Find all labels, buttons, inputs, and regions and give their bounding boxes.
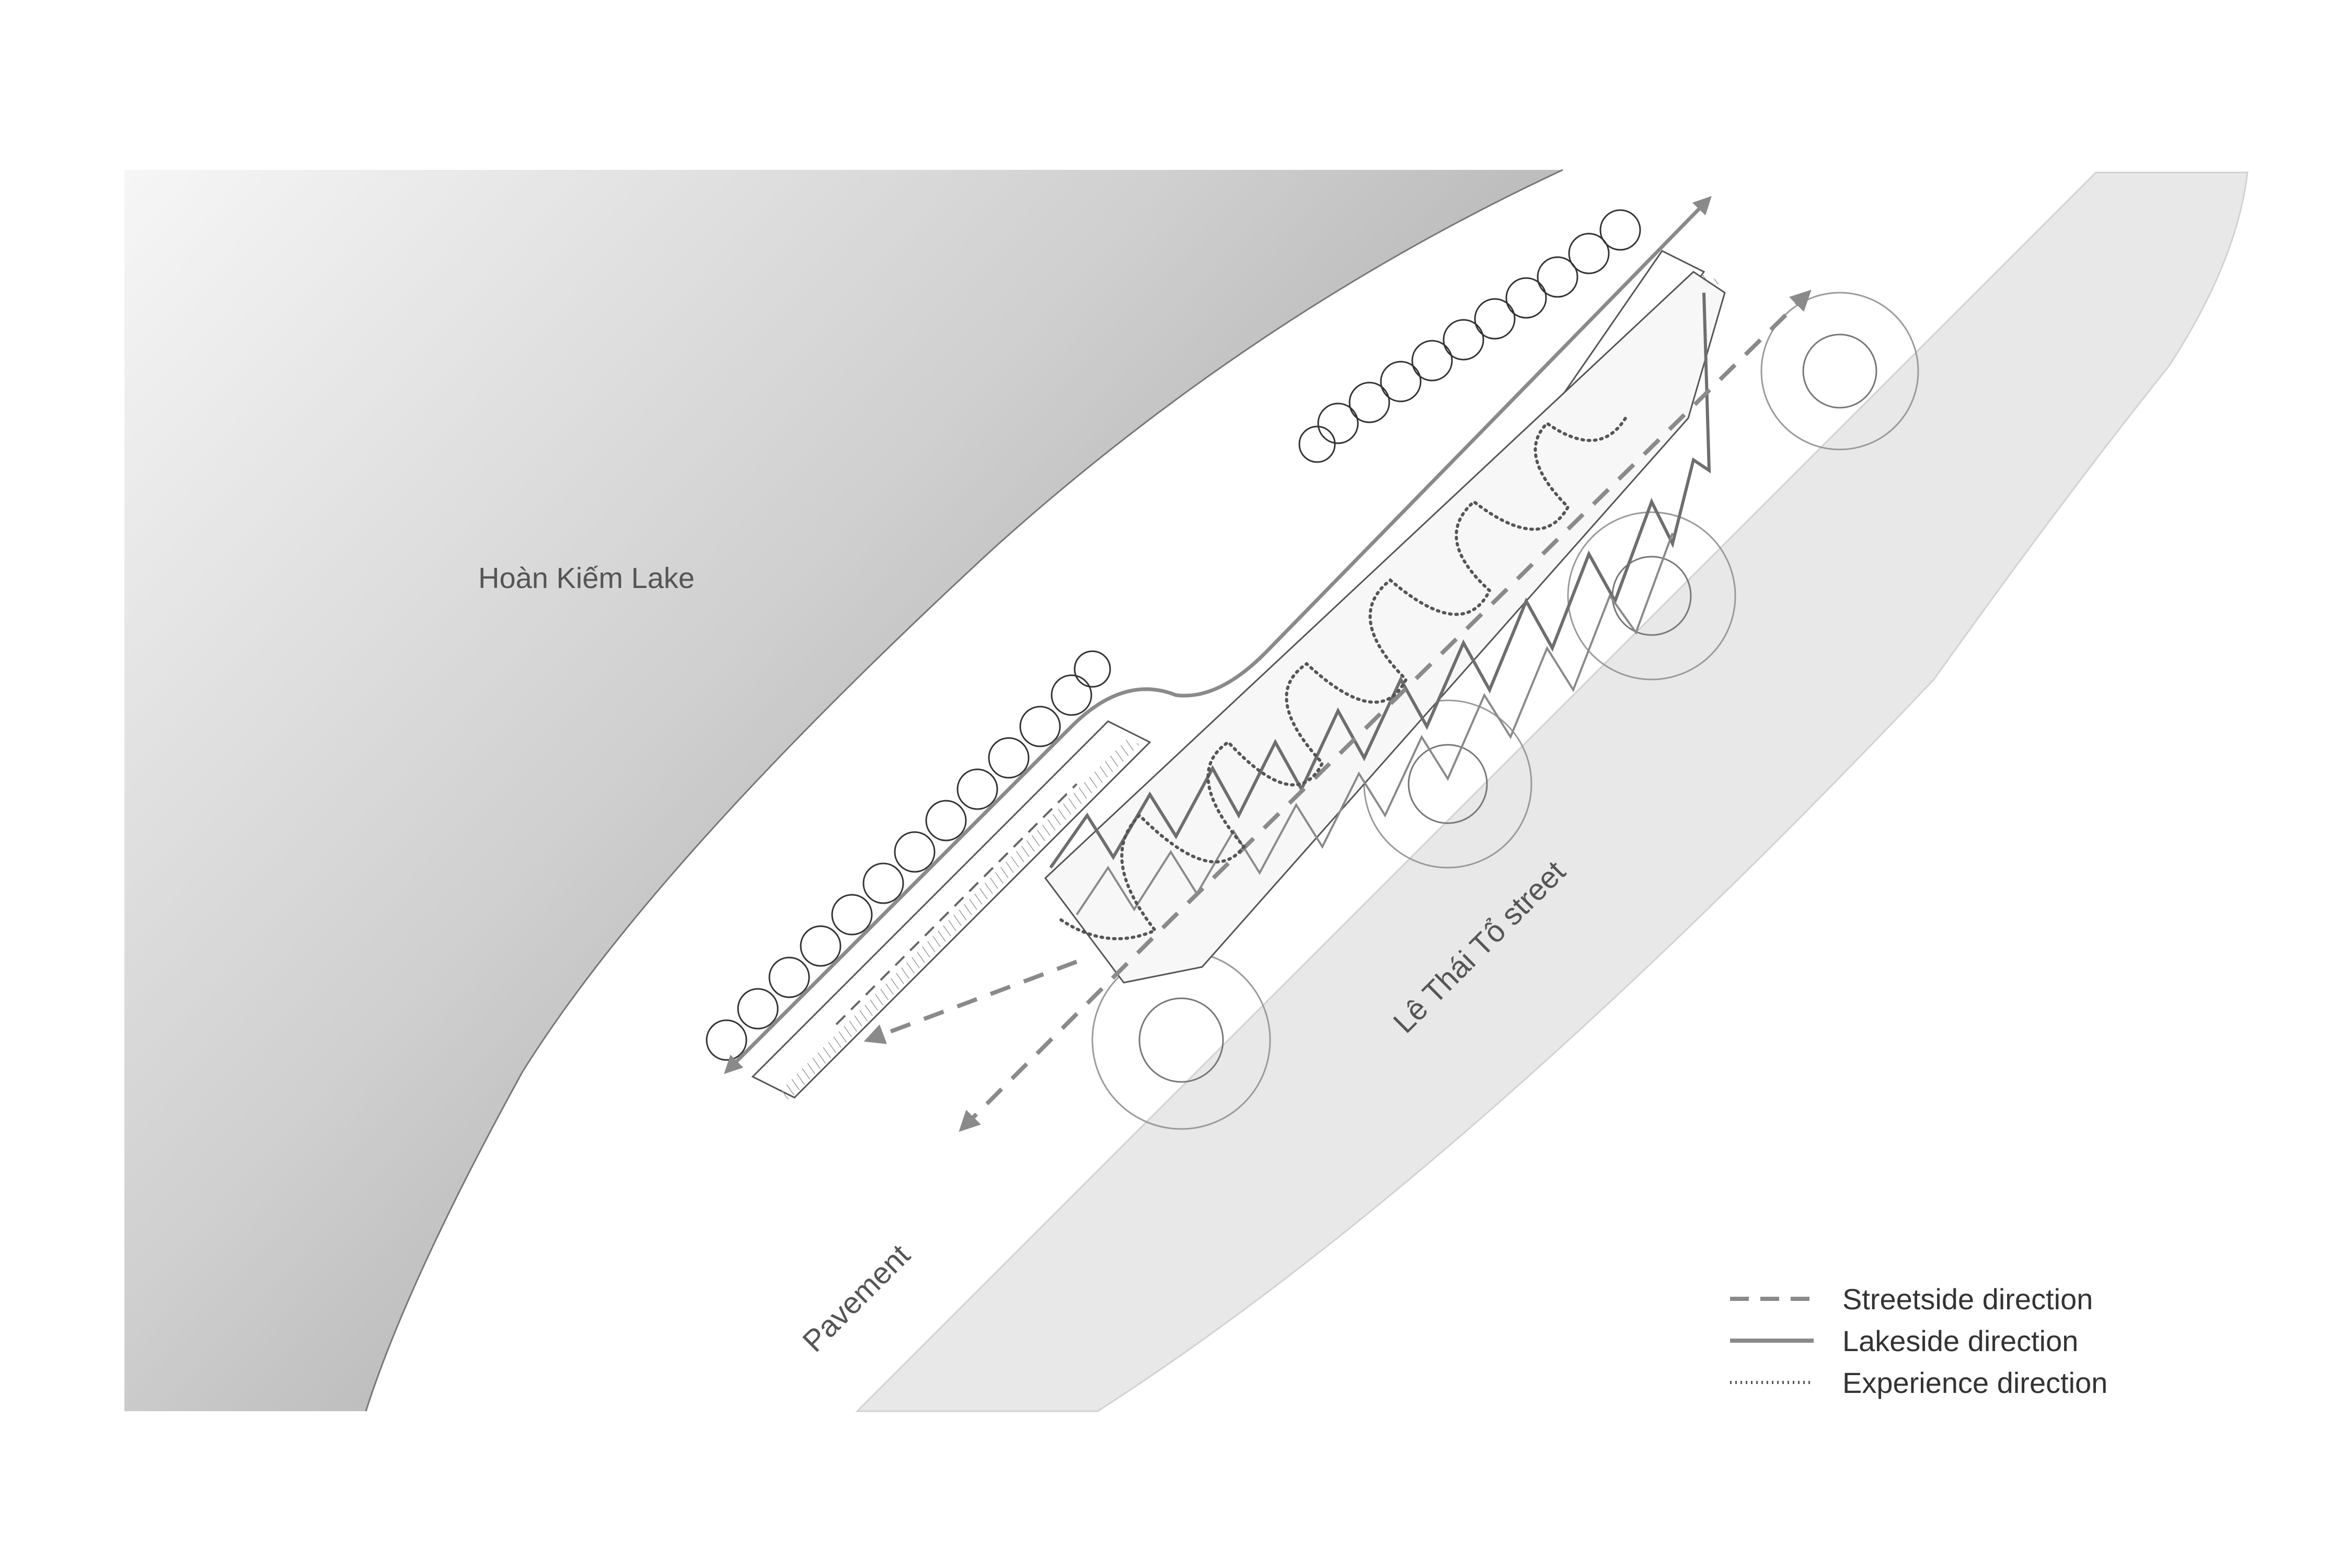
streetside-direction-arrow bbox=[959, 290, 1812, 1132]
experience-direction-path bbox=[1059, 417, 1627, 940]
lake-area bbox=[124, 170, 1563, 1411]
legend-label-streetside: Streetside direction bbox=[1842, 1283, 2093, 1316]
lake-label: Hoàn Kiếm Lake bbox=[478, 561, 695, 594]
legend-label-lakeside: Lakeside direction bbox=[1842, 1324, 2078, 1357]
legend: Streetside direction Lakeside direction … bbox=[1730, 1283, 2107, 1399]
pavement-label: Pavement bbox=[796, 1238, 917, 1359]
streetside-branch-arrow bbox=[863, 960, 1078, 1044]
legend-label-experience: Experience direction bbox=[1842, 1366, 2107, 1399]
